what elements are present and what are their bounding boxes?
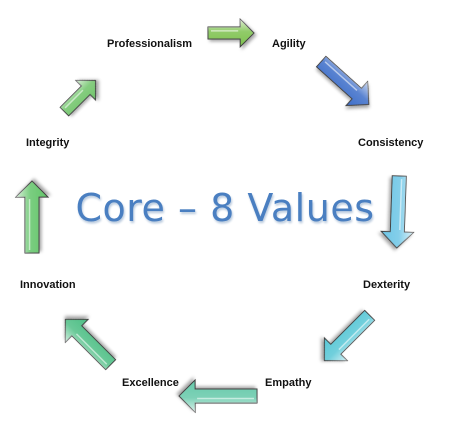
arrow-highlight — [399, 179, 403, 231]
value-label-consistency: Consistency — [358, 137, 424, 149]
value-label-empathy: Empathy — [265, 377, 312, 389]
arrow-gloss — [65, 319, 116, 370]
arrow-gloss — [60, 80, 96, 116]
arrow-highlight — [324, 61, 358, 92]
arrow-excellence-to-innovation — [64, 318, 117, 371]
arrow-innovation-to-integrity — [14, 180, 50, 254]
value-label-agility: Agility — [272, 38, 306, 50]
arrow-gloss — [179, 379, 257, 413]
arrow-empathy-to-excellence — [178, 378, 258, 414]
arrow-professionalism-to-agility — [207, 17, 255, 49]
value-label-professionalism: Professionalism — [107, 38, 192, 50]
arrow-gloss — [381, 175, 414, 248]
arrow-highlight — [64, 89, 84, 109]
arrow-gloss — [208, 19, 254, 47]
arrow-highlight — [75, 333, 108, 365]
value-label-innovation: Innovation — [20, 279, 76, 291]
arrow-gloss — [316, 56, 369, 106]
value-label-integrity: Integrity — [26, 137, 70, 149]
center-title: Core – 8 Values — [75, 186, 375, 230]
arrow-consistency-to-dexterity — [380, 175, 415, 249]
arrow-integrity-to-professionalism — [59, 79, 97, 117]
arrow-gloss — [15, 181, 49, 253]
arrow-dexterity-to-empathy — [323, 309, 376, 362]
value-label-dexterity: Dexterity — [363, 279, 411, 291]
value-label-excellence: Excellence — [122, 377, 179, 389]
arrow-gloss — [324, 310, 375, 361]
arrow-highlight — [338, 318, 370, 351]
arrow-agility-to-consistency — [315, 55, 370, 107]
